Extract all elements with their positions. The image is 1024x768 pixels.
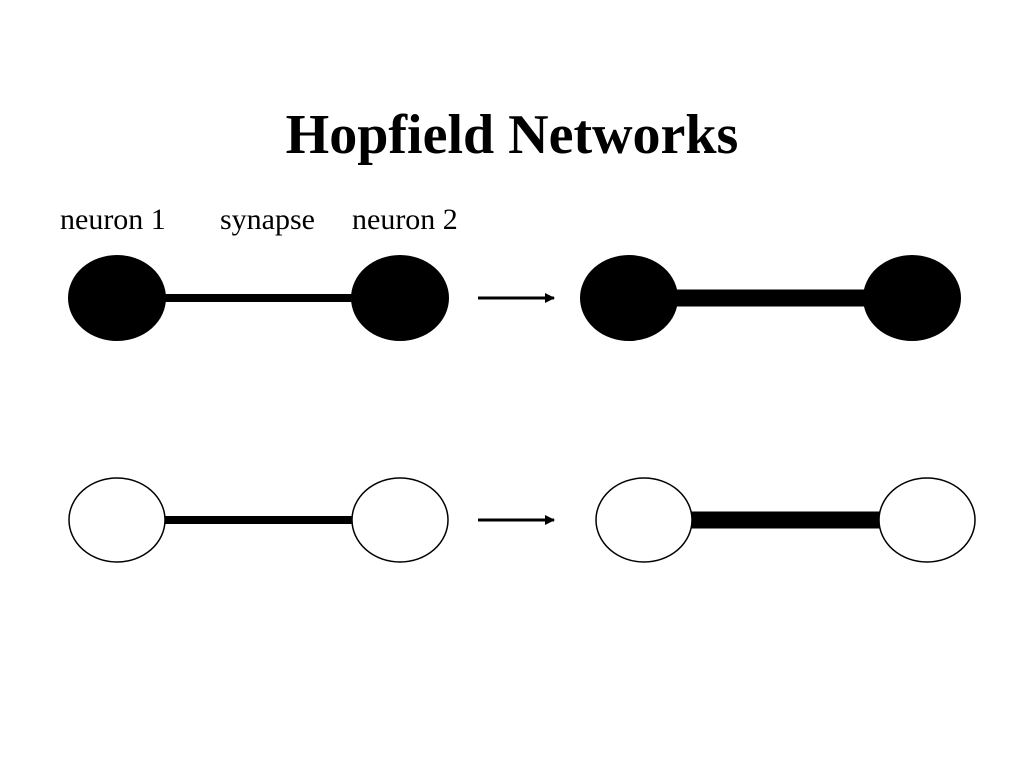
slide-title: Hopfield Networks [285,104,739,166]
neuron-2-active-after [863,255,961,341]
neuron-2-inactive [351,477,449,563]
neuron-1-label: neuron 1 [60,203,166,236]
after-pair-inactive [595,477,976,563]
before-pair-active [68,255,449,341]
neuron-1-inactive [68,477,166,563]
neuron-1-active-after [580,255,678,341]
before-pair-inactive [68,477,449,563]
neuron-2-label: neuron 2 [352,203,458,236]
neuron-1-active [68,255,166,341]
row-active [68,255,961,341]
neuron-2-active [351,255,449,341]
neuron-2-inactive-after [878,477,976,563]
synapse-label: synapse [220,203,315,236]
neuron-1-inactive-after [595,477,693,563]
after-pair-active [580,255,961,341]
row-inactive [68,477,976,563]
